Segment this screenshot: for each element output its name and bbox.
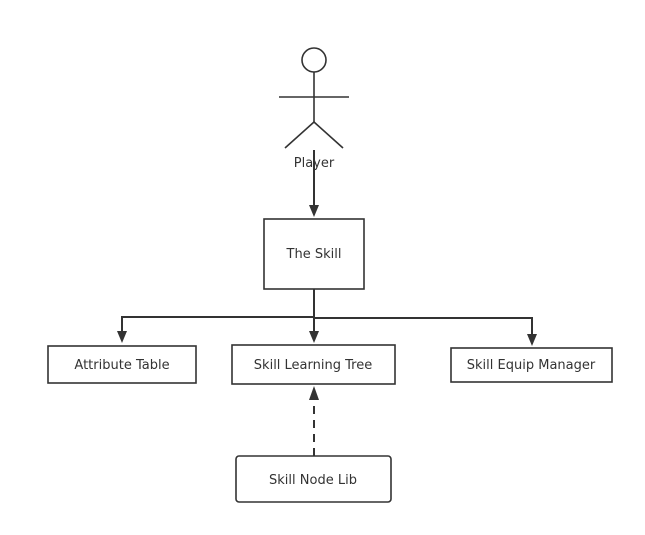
edge-to-skill-equip-manager — [314, 317, 533, 336]
node-box — [47, 345, 197, 384]
arrowhead-skill-learning-tree — [309, 331, 319, 343]
node-box — [235, 455, 392, 503]
node-label: Skill Learning Tree — [254, 358, 372, 373]
actor-left-leg — [284, 121, 315, 149]
node-label: Skill Node Lib — [269, 473, 357, 488]
edge-player-to-the-skill — [309, 150, 319, 217]
edge-the-skill-to-children — [117, 289, 537, 346]
arrowhead-skill-equip-manager — [527, 334, 537, 346]
arrowhead — [309, 386, 319, 400]
node-box — [231, 344, 396, 385]
node-box — [263, 218, 365, 290]
node-label: Skill Equip Manager — [467, 358, 596, 373]
actor-head — [301, 47, 327, 73]
arrowhead-attribute-table — [117, 331, 127, 343]
node-skill-equip-manager[interactable]: Skill Equip Manager — [450, 347, 613, 383]
node-attribute-table[interactable]: Attribute Table — [47, 345, 197, 384]
node-label: The Skill — [286, 247, 342, 262]
arrowhead — [309, 205, 319, 217]
node-box — [450, 347, 613, 383]
edge-skill-node-lib-to-skill-learning-tree — [309, 386, 319, 456]
actor-right-leg — [313, 121, 344, 149]
node-skill-learning-tree[interactable]: Skill Learning Tree — [231, 344, 396, 385]
node-the-skill[interactable]: The Skill — [263, 218, 365, 290]
node-label: Attribute Table — [74, 358, 169, 373]
node-skill-node-lib[interactable]: Skill Node Lib — [235, 455, 392, 503]
edge-to-attribute-table — [121, 316, 314, 333]
